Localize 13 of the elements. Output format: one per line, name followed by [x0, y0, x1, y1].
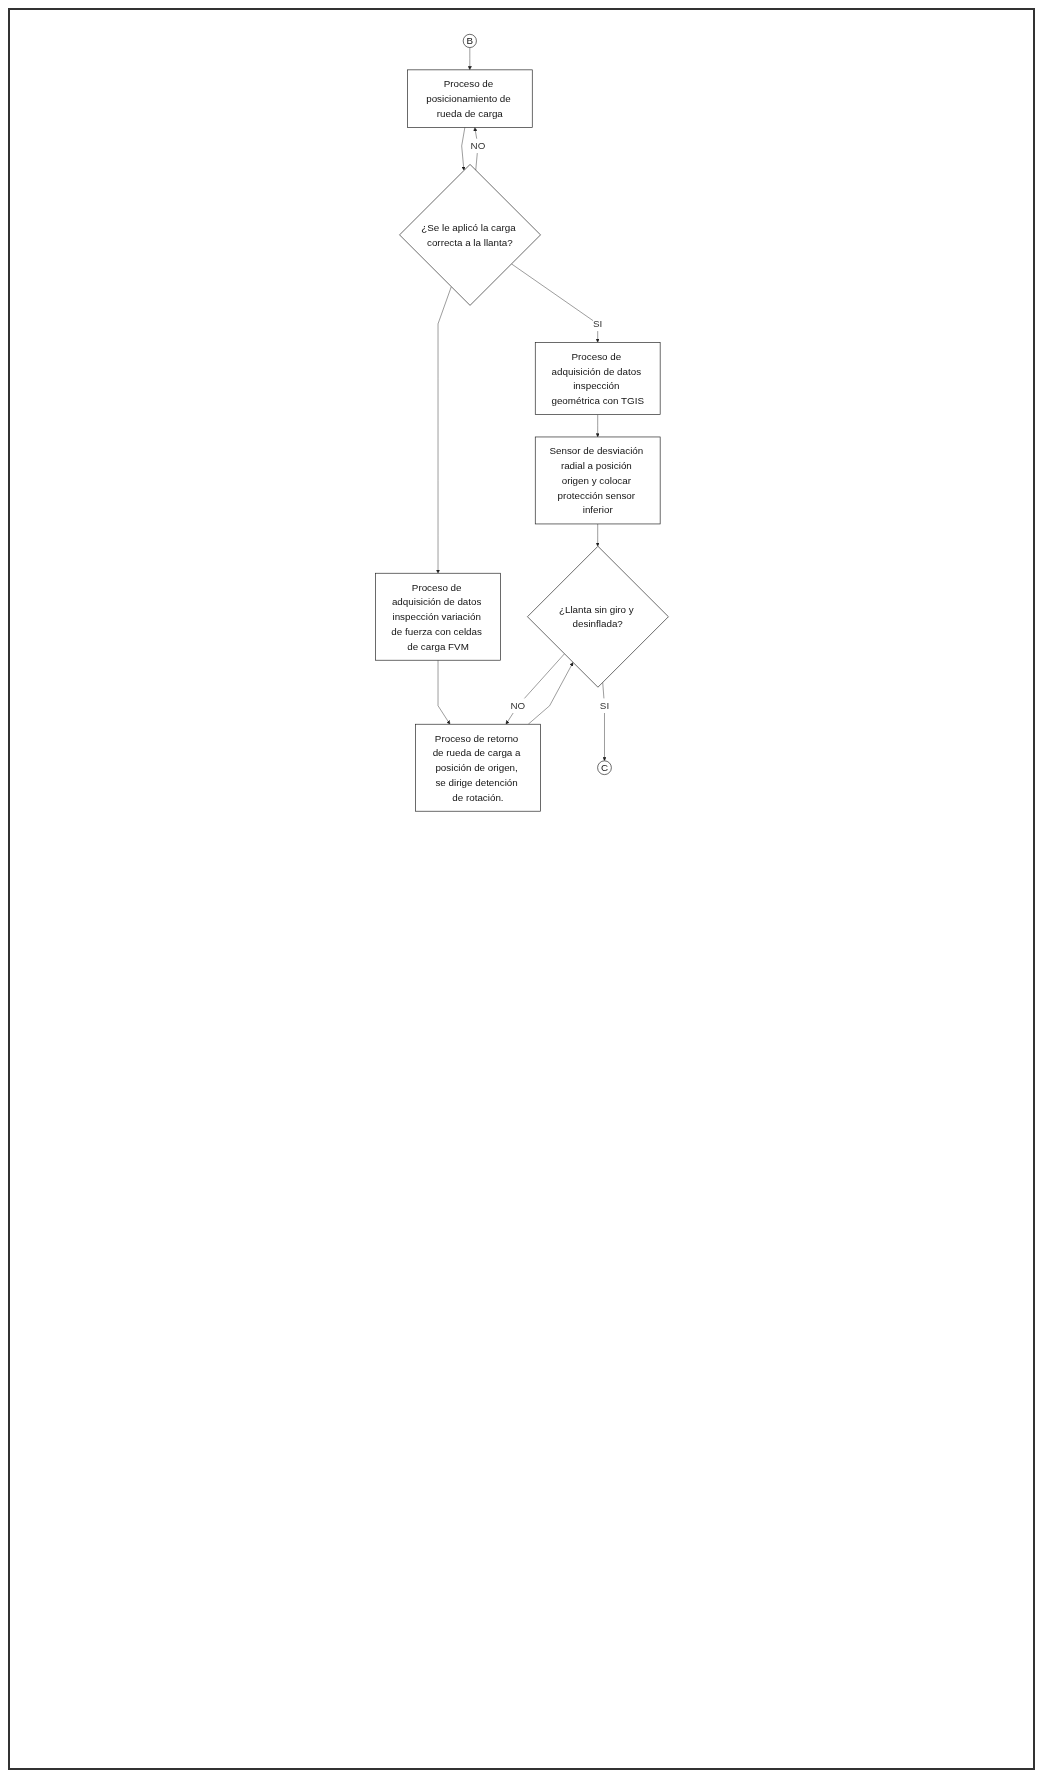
edge-label: NO [510, 700, 525, 712]
node-box: Proceso de posicionamiento de rueda de carga [406, 69, 533, 128]
node-box: Proceso de adquisición de datos inspección variación de fuerza con celdas de carga FVM [374, 572, 501, 661]
node-diamond: ¿Llanta sin giro y desinflada? [526, 545, 669, 688]
node-circle: C [596, 760, 612, 775]
edge-label: SI [599, 700, 609, 712]
node-box: Sensor de desviación radial a posición origen y colocar protección sensor inferior [534, 436, 660, 525]
edge-label: NO [470, 140, 485, 152]
node-circle: B [462, 33, 477, 48]
node-box: Proceso de retorno de rueda de carga a posición de origen, se dirige detención de rotación. [414, 723, 541, 812]
node-diamond: ¿Se le aplicó la carga correcta a la llanta? [398, 164, 541, 306]
node-box: Proceso de adquisición de datos inspección geométrica con TGIS [534, 342, 660, 415]
edge-label: SI [592, 318, 602, 330]
